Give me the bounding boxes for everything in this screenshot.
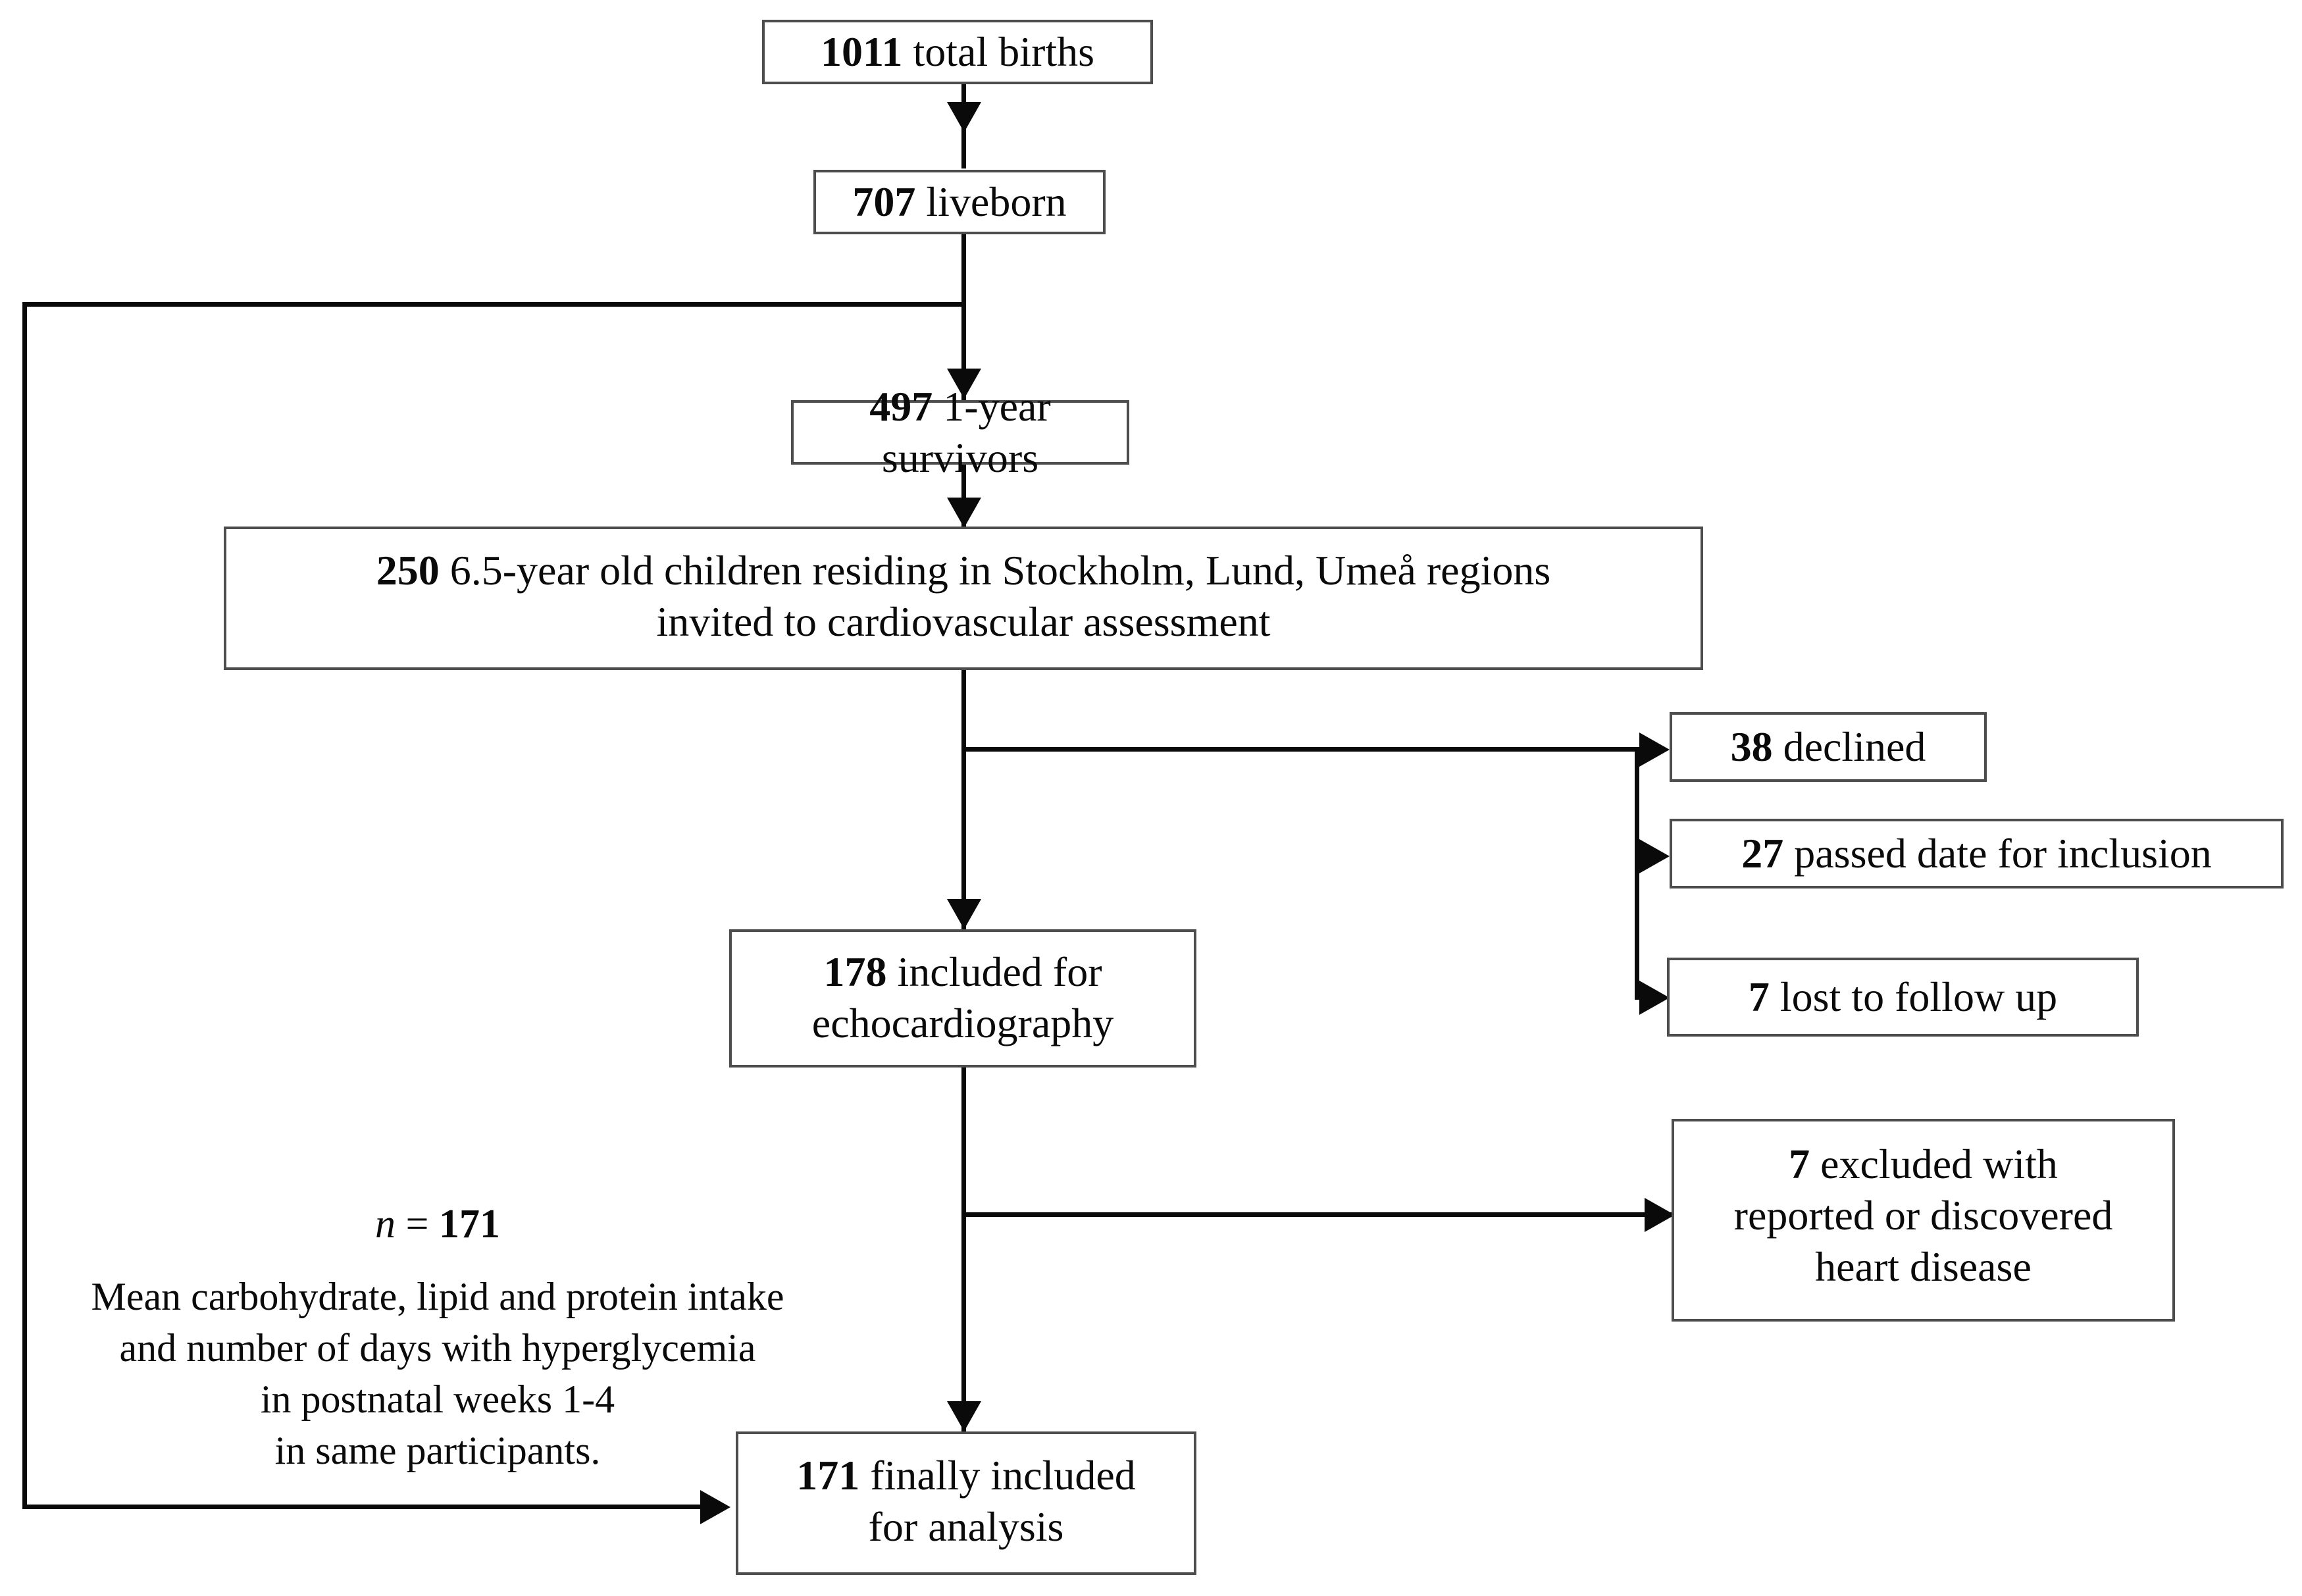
exclusion-lost-followup-text: 7 lost to follow up xyxy=(1749,971,2057,1023)
node-invited-count: 250 xyxy=(376,547,440,594)
annotation-line-4: in same participants. xyxy=(274,1428,601,1472)
node-included-echo-count: 178 xyxy=(823,948,887,995)
arrowhead-to-passed-date xyxy=(1639,839,1670,873)
node-total-births-count: 1011 xyxy=(821,28,903,75)
exclusion-heart-disease: 7 excluded with reported or discovered h… xyxy=(1672,1119,2175,1322)
connector-exclusions-horizontal xyxy=(961,747,1639,752)
exclusion-heart-disease-line1: 7 excluded with xyxy=(1683,1139,2163,1190)
exclusion-declined-label: declined xyxy=(1783,723,1926,770)
exclusion-lost-followup-count: 7 xyxy=(1748,973,1770,1020)
annotation-line-3: in postnatal weeks 1-4 xyxy=(260,1377,615,1421)
exclusion-heart-disease-line3: heart disease xyxy=(1815,1243,2032,1291)
connector-invited-to-echo xyxy=(961,670,966,929)
node-total-births-text: 1011 total births xyxy=(821,26,1094,78)
exclusion-passed-date-text: 27 passed date for inclusion xyxy=(1741,828,2212,879)
arrowhead-invited-to-echo xyxy=(947,899,981,929)
node-liveborn-label: liveborn xyxy=(926,178,1067,225)
annotation-n-line: n = 171 xyxy=(26,1198,849,1251)
node-survivors-text: 497 1-year survivors xyxy=(803,381,1117,484)
arrowhead-bypass-into-final xyxy=(700,1490,730,1524)
node-final-included-line1: 171 finally included xyxy=(748,1450,1185,1501)
exclusion-declined-text: 38 declined xyxy=(1731,721,1926,773)
connector-bypass-top xyxy=(22,302,966,307)
exclusion-declined-count: 38 xyxy=(1730,723,1773,770)
node-final-included: 171 finally included for analysis xyxy=(736,1431,1196,1575)
exclusion-declined: 38 declined xyxy=(1670,712,1987,782)
arrowhead-to-declined xyxy=(1639,733,1670,767)
node-total-births: 1011 total births xyxy=(762,20,1153,84)
annotation-n-symbol: n xyxy=(375,1202,396,1247)
node-survivors-count: 497 xyxy=(869,382,933,430)
node-final-included-count: 171 xyxy=(796,1452,860,1499)
arrowhead-to-lost-followup xyxy=(1639,981,1670,1015)
connector-bypass-bottom xyxy=(22,1505,707,1509)
exclusion-lost-followup: 7 lost to follow up xyxy=(1667,958,2139,1037)
annotation-n-equals: = xyxy=(396,1202,439,1247)
annotation-n-value: 171 xyxy=(438,1202,500,1247)
node-final-included-text1: finally included xyxy=(870,1452,1136,1499)
node-included-echo-line2: echocardiography xyxy=(811,1000,1114,1047)
annotation-line-2: and number of days with hyperglycemia xyxy=(119,1326,756,1370)
connector-survivors-to-invited xyxy=(961,465,966,528)
exclusion-lost-followup-label: lost to follow up xyxy=(1779,973,2058,1020)
annotation-line-1: Mean carbohydrate, lipid and protein int… xyxy=(91,1274,784,1318)
arrowhead-births-to-liveborn xyxy=(947,102,981,132)
connector-echo-to-final xyxy=(961,1068,966,1431)
node-liveborn-count: 707 xyxy=(852,178,916,225)
arrowhead-liveborn-to-survivors xyxy=(947,369,981,399)
node-invited-line2: invited to cardiovascular assessment xyxy=(656,598,1271,646)
connector-to-heart-disease xyxy=(961,1212,1675,1217)
node-invited-text1: 6.5-year old children residing in Stockh… xyxy=(449,547,1551,594)
annotation-block: n = 171 Mean carbohydrate, lipid and pro… xyxy=(26,1198,849,1476)
exclusion-passed-date: 27 passed date for inclusion xyxy=(1670,819,2284,888)
arrowhead-to-heart-disease xyxy=(1645,1198,1675,1232)
node-liveborn: 707 liveborn xyxy=(813,170,1106,234)
connector-bypass-left xyxy=(22,302,27,1509)
node-total-births-label: total births xyxy=(913,28,1094,75)
exclusion-passed-date-label: passed date for inclusion xyxy=(1794,829,2212,877)
node-invited-line1: 250 6.5-year old children residing in St… xyxy=(236,545,1691,596)
node-liveborn-text: 707 liveborn xyxy=(852,176,1066,228)
connector-liveborn-to-survivors xyxy=(961,234,966,400)
node-included-echo-text1: included for xyxy=(897,948,1102,995)
node-included-echo: 178 included for echocardiography xyxy=(729,929,1196,1068)
connector-exclusions-vertical xyxy=(1635,747,1639,997)
node-included-echo-line1: 178 included for xyxy=(741,946,1185,998)
arrowhead-survivors-to-invited xyxy=(947,498,981,528)
node-survivors-label: 1-year survivors xyxy=(881,382,1051,481)
exclusion-passed-date-count: 27 xyxy=(1741,829,1784,877)
exclusion-heart-disease-text1: excluded with xyxy=(1820,1141,2058,1187)
arrowhead-echo-to-final xyxy=(947,1401,981,1431)
node-survivors: 497 1-year survivors xyxy=(791,383,1129,481)
node-final-included-line2: for analysis xyxy=(868,1503,1064,1551)
exclusion-heart-disease-count: 7 xyxy=(1789,1141,1810,1187)
node-invited-assessment: 250 6.5-year old children residing in St… xyxy=(224,527,1703,670)
exclusion-heart-disease-line2: reported or discovered xyxy=(1733,1192,2113,1239)
